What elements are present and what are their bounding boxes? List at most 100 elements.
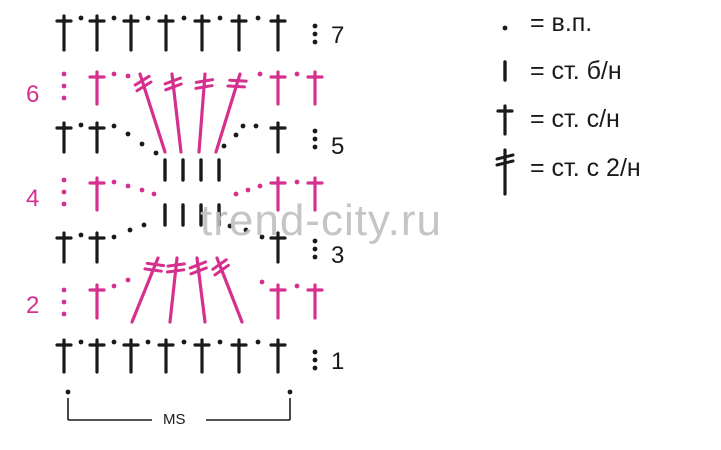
chain-dot <box>255 339 261 345</box>
stitch-bar <box>495 159 515 167</box>
legend-symbols <box>495 25 515 196</box>
double-crochet-icon <box>88 283 106 320</box>
chain-dot <box>111 71 117 77</box>
stitch-bar <box>189 266 208 276</box>
chain-dot <box>111 339 117 345</box>
chain-dot <box>233 191 239 197</box>
stitch-bar <box>495 153 515 161</box>
double-crochet-icon <box>496 104 514 136</box>
chain-dot <box>145 15 151 21</box>
chain-dot <box>255 15 261 21</box>
chain-dot <box>217 15 223 21</box>
treble-crochet-icon <box>495 148 515 196</box>
chain-dot <box>111 15 117 21</box>
chain-dot <box>259 279 265 285</box>
repeat-bracket <box>65 389 293 421</box>
chain-dot <box>294 71 300 77</box>
stitch-bar <box>228 78 248 83</box>
chain-dot <box>294 179 300 185</box>
chain-dot <box>153 150 159 156</box>
treble-crochet-icon <box>165 256 186 324</box>
double-crochet-icon <box>55 231 73 264</box>
double-crochet-icon <box>55 338 73 374</box>
chain-dot <box>257 71 263 77</box>
chain-dot <box>312 31 318 37</box>
chain-dot <box>111 179 117 185</box>
chain-dot <box>125 183 131 189</box>
double-crochet-icon <box>269 231 287 264</box>
chain-dot <box>240 123 246 129</box>
double-crochet-icon <box>157 338 175 374</box>
double-crochet-icon <box>193 338 211 374</box>
chain-dot <box>312 238 318 244</box>
chain-dot <box>151 191 157 197</box>
chain-dot <box>111 283 117 289</box>
row-number-7: 7 <box>331 22 345 49</box>
chain-dot <box>245 187 251 193</box>
chain-dot <box>61 71 67 77</box>
chain-dot <box>259 234 265 240</box>
chain-dot <box>61 95 67 101</box>
treble-crochet-icon <box>163 72 183 154</box>
chain-dot <box>65 389 71 395</box>
chain-dot <box>111 123 117 129</box>
double-crochet-icon <box>55 121 73 154</box>
double-crochet-icon <box>269 338 287 374</box>
chain-dot <box>61 201 67 207</box>
stitch-bar <box>213 263 230 277</box>
magenta-symbols <box>61 70 324 324</box>
repeat-label: MS <box>163 411 186 428</box>
double-crochet-icon <box>88 14 106 52</box>
double-crochet-icon <box>269 70 287 106</box>
chain-dot <box>125 131 131 137</box>
double-crochet-icon <box>269 283 287 320</box>
chain-dot <box>139 141 145 147</box>
chain-dot <box>61 189 67 195</box>
double-crochet-icon <box>269 176 287 212</box>
stitch-bar <box>145 261 166 268</box>
chain-dot <box>502 25 508 31</box>
double-crochet-icon <box>306 70 324 106</box>
black-symbols <box>55 14 318 374</box>
chain-dot <box>78 15 84 21</box>
treble-crochet-icon <box>214 72 248 154</box>
chain-dot <box>312 246 318 252</box>
stitch-stem <box>195 256 207 324</box>
chain-dot <box>61 177 67 183</box>
legend-tr-label: = ст. с 2/н <box>530 154 641 182</box>
stitch-bar <box>133 74 151 87</box>
double-crochet-icon <box>122 338 140 374</box>
stitch-bar <box>143 267 163 273</box>
double-crochet-icon <box>269 14 287 52</box>
chain-dot <box>312 349 318 355</box>
chain-dot <box>312 365 318 371</box>
chain-dot <box>287 389 293 395</box>
stitch-bar <box>194 84 214 90</box>
double-crochet-icon <box>88 70 106 106</box>
chain-dot <box>139 187 145 193</box>
double-crochet-icon <box>88 338 106 374</box>
stitch-stem <box>215 256 244 324</box>
chain-dot <box>61 299 67 305</box>
chain-dot <box>217 339 223 345</box>
chain-dot <box>78 122 84 128</box>
legend-sc-label: = ст. б/н <box>530 57 622 85</box>
stitch-bar <box>164 82 183 92</box>
chain-dot <box>294 283 300 289</box>
chain-dot <box>221 143 227 149</box>
chain-dot <box>233 132 239 138</box>
chain-dot <box>61 311 67 317</box>
chain-dot <box>111 234 117 240</box>
chain-dot <box>125 73 131 79</box>
double-crochet-icon <box>306 176 324 212</box>
treble-crochet-icon <box>130 256 166 324</box>
row-number-4: 4 <box>26 185 40 212</box>
stitch-bar <box>188 260 208 270</box>
row-number-2: 2 <box>26 292 40 319</box>
row-number-5: 5 <box>331 133 345 160</box>
chain-dot <box>145 339 151 345</box>
treble-crochet-icon <box>211 256 244 324</box>
stitch-bar <box>194 78 215 84</box>
double-crochet-icon <box>269 121 287 154</box>
